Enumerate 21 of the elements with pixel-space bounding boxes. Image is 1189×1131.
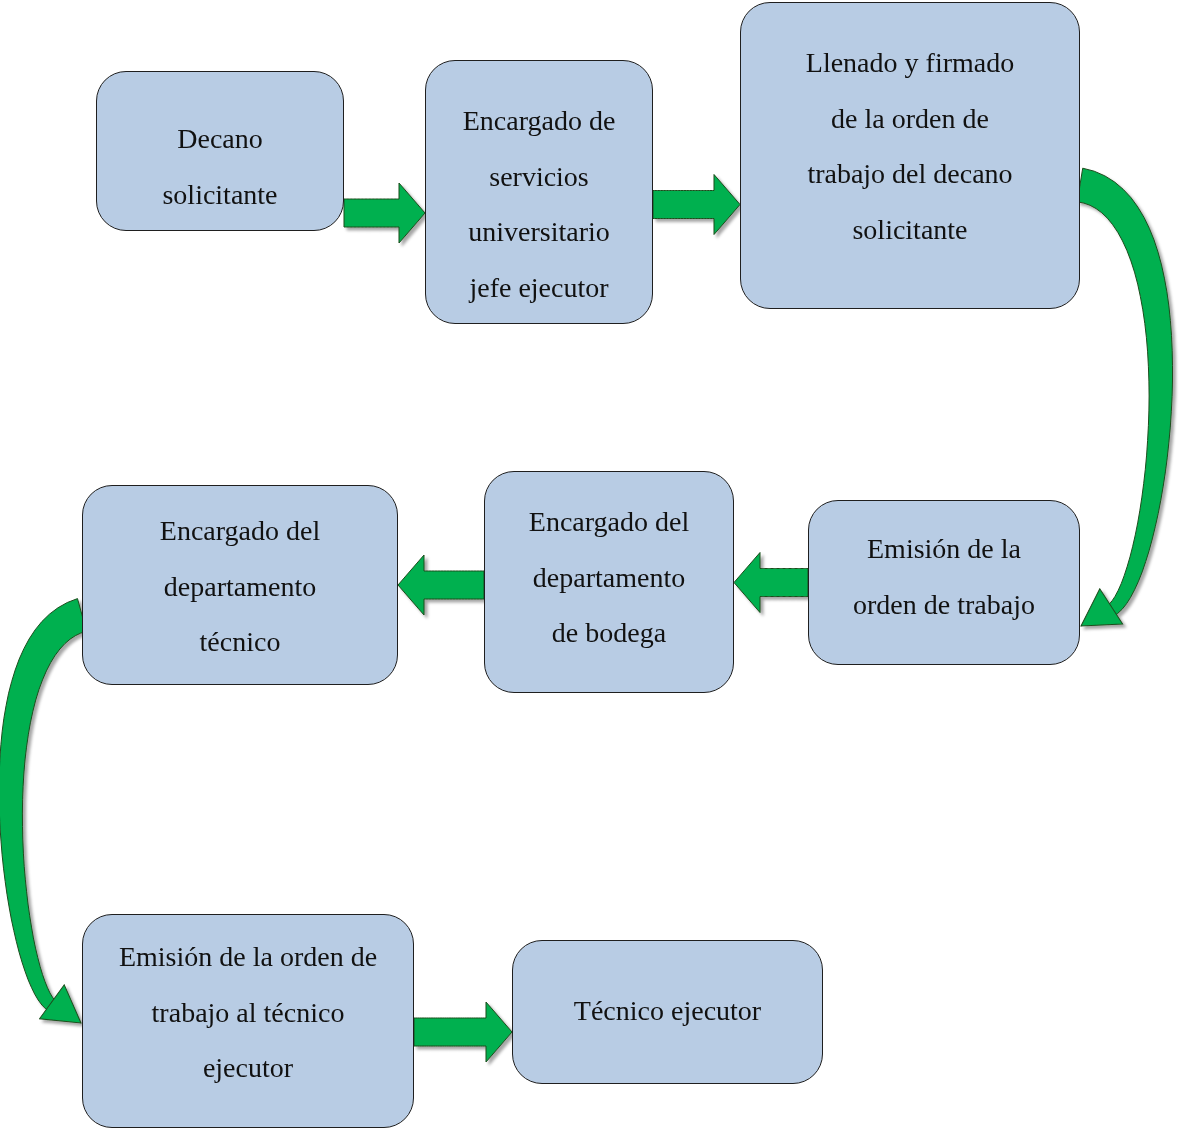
box-text: Decano solicitante — [161, 122, 279, 212]
block-arrow — [397, 554, 485, 616]
block-arrow — [652, 174, 741, 235]
process-box — [484, 471, 734, 693]
box-text: Emisión de la orden de trabajo al técnico ejecutor — [117, 940, 379, 1085]
block-arrow — [733, 552, 809, 613]
process-box — [425, 60, 653, 324]
box-text: Emisión de la orden de trabajo — [852, 532, 1036, 622]
process-box — [512, 940, 823, 1084]
process-box — [808, 500, 1080, 665]
box-text: Llenado y firmado de la orden de trabajo del decano solicitante — [804, 46, 1016, 247]
block-arrow — [343, 182, 426, 244]
block-arrow — [413, 1001, 513, 1063]
process-box — [82, 914, 414, 1128]
process-box — [96, 71, 344, 231]
process-box — [82, 485, 398, 685]
box-text: Encargado de servicios universitario jefe ejecutor — [461, 104, 617, 305]
box-text: Encargado del departamento técnico — [158, 514, 322, 659]
process-box — [740, 2, 1080, 309]
box-text: Encargado del departamento de bodega — [527, 505, 691, 650]
box-text: Técnico ejecutor — [573, 994, 762, 1028]
